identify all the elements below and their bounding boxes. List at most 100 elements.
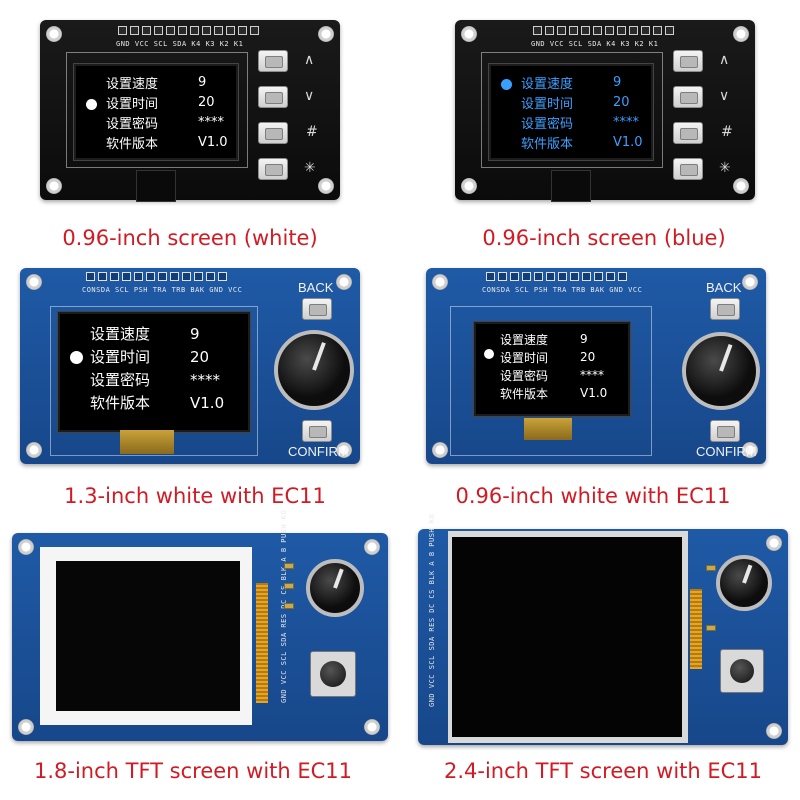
confirm-label: CONFIRM — [696, 444, 757, 459]
menu-label: 软件版本 — [500, 386, 549, 401]
product-2-4-tft-ec11: GND VCC SCL SDA RES DC CS BLK A B PUSH K… — [400, 514, 800, 800]
menu-row: 设置密码 **** — [500, 366, 607, 384]
menu-row: 设置密码**** — [106, 112, 228, 132]
flex-cable — [136, 170, 176, 202]
menu-value: 9 — [613, 74, 622, 90]
menu-value: 9 — [190, 324, 200, 343]
chevron-down-icon: ∨ — [304, 88, 315, 104]
pcb-board-blue: CONSDA SCL PSH TRA TRB BAK GND VCC BACK … — [426, 268, 766, 464]
mount-hole — [18, 719, 34, 735]
caption: 0.96-inch screen (white) — [62, 226, 318, 250]
menu-label: 设置速度 — [500, 332, 549, 347]
back-label: BACK — [298, 280, 334, 295]
menu-label: 软件版本 — [521, 136, 574, 152]
menu-value: **** — [580, 368, 604, 382]
asterisk-icon: ✳ — [304, 160, 316, 176]
menu-label: 设置时间 — [106, 96, 159, 112]
smd-component — [284, 603, 294, 609]
mount-hole — [364, 719, 380, 735]
silk-outline — [450, 306, 652, 456]
product-0-96-white-ec11: CONSDA SCL PSH TRA TRB BAK GND VCC BACK … — [400, 260, 800, 525]
flex-cable — [524, 418, 572, 440]
pin-label: CONSDA SCL PSH TRA TRB BAK GND VCC — [82, 286, 243, 294]
mount-hole — [46, 26, 62, 42]
menu-value: 20 — [613, 94, 630, 110]
menu-value: 20 — [580, 350, 596, 364]
menu-label: 设置速度 — [106, 76, 159, 92]
tact-button-star — [258, 158, 288, 180]
rotary-encoder-knob — [716, 555, 772, 611]
mount-hole — [742, 442, 758, 458]
tact-button-hash — [673, 122, 703, 144]
menu-value: **** — [190, 370, 220, 389]
caption: 1.3-inch white with EC11 — [64, 484, 326, 508]
mount-hole — [318, 178, 334, 194]
selection-dot — [501, 79, 512, 90]
mount-hole — [336, 274, 352, 290]
pin-header — [118, 26, 259, 35]
menu-row: 设置密码**** — [90, 368, 224, 391]
mount-hole — [26, 442, 42, 458]
hash-icon: # — [306, 124, 318, 140]
menu-value: 20 — [190, 347, 210, 366]
product-1-3-white-ec11: CONSDA SCL PSH TRA TRB BAK GND VCC BACK … — [0, 260, 400, 525]
tact-switch-cap — [320, 661, 346, 687]
menu-label: 设置速度 — [90, 325, 151, 343]
mount-hole — [18, 539, 34, 555]
pcb-board-blue: GND VCC SCL SDA RES DC CS BLK A B PUSH K… — [418, 514, 788, 745]
tact-switch-cap — [730, 659, 754, 683]
tft-screen — [452, 537, 682, 737]
pin-label: CONSDA SCL PSH TRA TRB BAK GND VCC — [482, 286, 643, 294]
menu-value: **** — [198, 114, 224, 130]
tact-button-hash — [258, 122, 288, 144]
chevron-up-icon: ∧ — [719, 52, 730, 68]
mount-hole — [733, 26, 749, 42]
pin-label: GND VCC SCL SDA RES DC CS BLK A B PUSH K… — [428, 513, 436, 707]
smd-component — [284, 563, 294, 569]
menu-value: V1.0 — [613, 134, 643, 150]
caption: 0.96-inch white with EC11 — [455, 484, 731, 508]
mount-hole — [461, 26, 477, 42]
menu-label: 软件版本 — [106, 136, 159, 152]
hash-icon: # — [721, 124, 733, 140]
silk-outline — [50, 306, 258, 456]
menu-value: V1.0 — [580, 386, 608, 400]
chevron-up-icon: ∧ — [304, 52, 315, 68]
menu-row: 软件版本 V1.0 — [106, 132, 228, 152]
selection-dot — [86, 99, 97, 110]
mount-hole — [766, 535, 782, 551]
mount-hole — [432, 442, 448, 458]
back-button — [302, 298, 332, 320]
mount-hole — [742, 274, 758, 290]
mount-hole — [733, 178, 749, 194]
rotary-encoder-knob — [306, 559, 364, 617]
tact-button-down — [673, 86, 703, 108]
pin-header — [86, 272, 227, 281]
menu-row: 软件版本 V1.0 — [500, 384, 607, 402]
flex-cable — [120, 430, 174, 454]
tact-button-up — [258, 50, 288, 72]
menu-value: V1.0 — [198, 134, 228, 150]
mount-hole — [364, 539, 380, 555]
smd-component — [284, 583, 294, 589]
rotary-encoder-knob — [682, 332, 760, 410]
tft-screen — [56, 561, 240, 711]
menu-label: 设置密码 — [500, 368, 549, 383]
rotary-encoder-knob — [274, 330, 354, 410]
tact-button-up — [673, 50, 703, 72]
back-label: BACK — [706, 280, 742, 295]
chevron-down-icon: ∨ — [719, 88, 730, 104]
flex-cable — [256, 583, 268, 703]
